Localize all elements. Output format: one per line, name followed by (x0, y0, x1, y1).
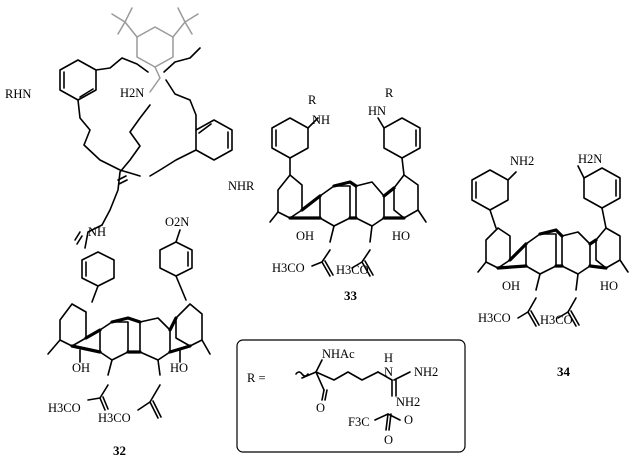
compound-number-33: 33 (344, 288, 358, 303)
compound-32: RHN NHR H2N NH O2N OH HO H3CO H3CO 32 (5, 7, 255, 458)
calixarene-33 (269, 174, 427, 277)
label-r-left: R (308, 93, 317, 107)
ammonium-thread (74, 104, 151, 249)
calixarene-34 (477, 227, 629, 327)
label-rhn: RHN (5, 87, 31, 101)
calixarene-32 (47, 303, 211, 419)
label-nitro: O2N (165, 215, 189, 229)
label-ester-left: H3CO (48, 401, 81, 415)
aryl-arms-33 (271, 117, 421, 176)
label-amide-nh: NH (88, 225, 106, 239)
r-group-legend: R = NHAc H N NH2 NH2 O F3C O O (236, 339, 466, 453)
aryl-arms-32 (81, 229, 193, 303)
label-ester-right: H3CO (540, 313, 573, 327)
compound-number-32: 32 (113, 443, 126, 458)
compound-number-34: 34 (557, 364, 571, 379)
label-ho: HO (170, 361, 188, 375)
label-nh-left: NH (312, 113, 330, 127)
label-nh2-left: NH2 (510, 154, 534, 168)
label-nh2-right: H2N (578, 152, 602, 166)
compound-33: R NH R HN OH HO H3CO H3CO 33 (269, 86, 427, 303)
label-ho: HO (392, 229, 410, 243)
label-hn-right: HN (368, 104, 386, 118)
label-oh: OH (502, 279, 520, 293)
legend-o-carbonyl: O (316, 401, 325, 415)
label-ammonium: H2N (120, 86, 144, 100)
label-ester-left: H3CO (272, 261, 305, 275)
label-ho: HO (600, 279, 618, 293)
aryl-arms-34 (471, 165, 621, 229)
compound-34: NH2 H2N OH HO H3CO H3CO 34 (471, 152, 629, 379)
label-ester-left: H3CO (478, 311, 511, 325)
legend-tfa: F3C (348, 415, 370, 429)
legend-h: H (384, 351, 393, 365)
label-nhr: NHR (228, 179, 255, 193)
label-oh: OH (296, 229, 314, 243)
label-ester-right: H3CO (98, 411, 131, 425)
crown-ether (59, 47, 233, 177)
legend-nhac: NHAc (322, 347, 355, 361)
label-ester-right: H3CO (336, 263, 369, 277)
gray-stopper (111, 7, 199, 93)
legend-n: N (384, 365, 393, 379)
legend-nh2-bottom: NH2 (396, 395, 420, 409)
label-oh: OH (72, 361, 90, 375)
legend-tfa-o-bottom: O (384, 433, 393, 447)
legend-nh2-top: NH2 (414, 365, 438, 379)
legend-box (236, 339, 466, 453)
legend-tfa-o: O (404, 413, 413, 427)
legend-r-equals: R = (247, 371, 266, 385)
label-r-right: R (385, 86, 394, 100)
